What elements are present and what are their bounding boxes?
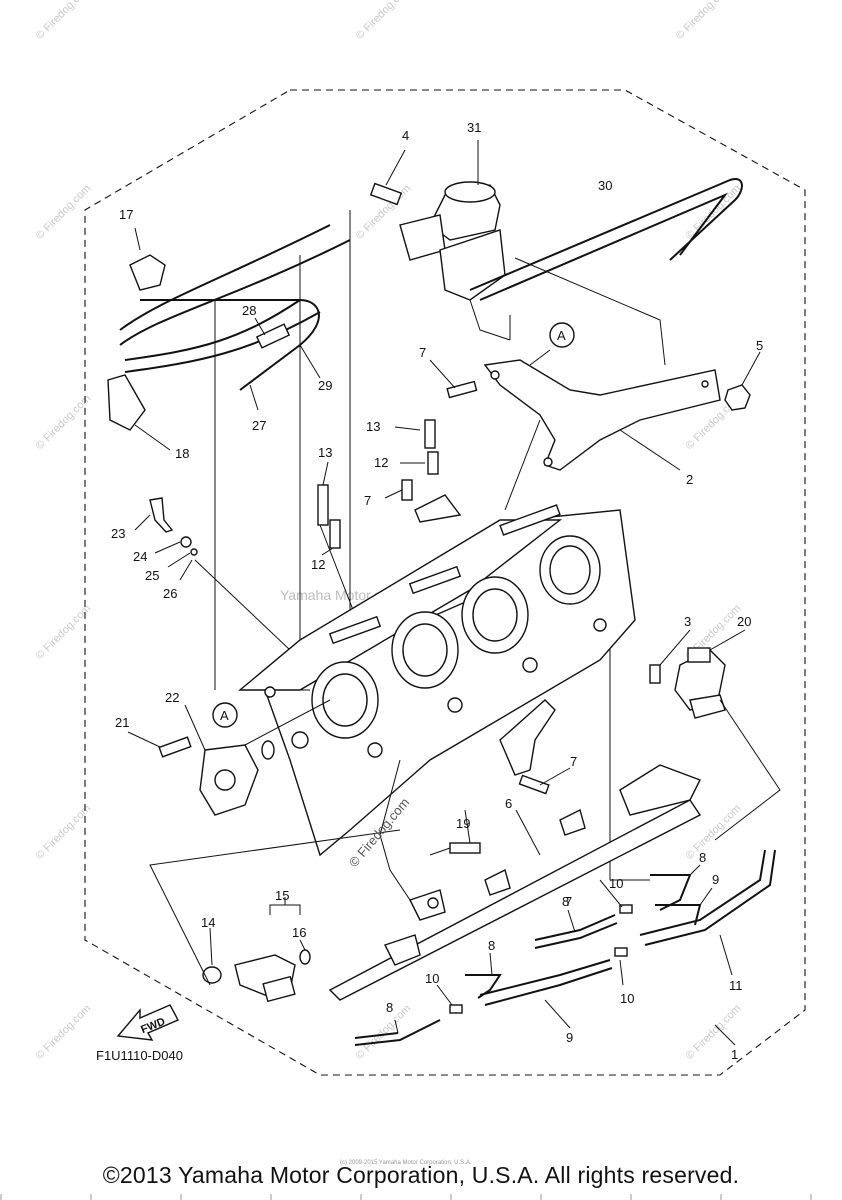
callout-label: 7	[419, 345, 426, 360]
callout-label: 12	[311, 557, 325, 572]
injector	[149, 829, 401, 1003]
callout-label: 24	[133, 549, 147, 564]
throttle-position-sensor	[127, 699, 331, 816]
pipe-30	[469, 178, 743, 291]
callout-label: 1	[731, 1047, 738, 1062]
callout-label: 10	[425, 971, 439, 986]
callout-label: 5	[756, 338, 763, 353]
bracket	[483, 349, 721, 511]
callout-label: 27	[252, 418, 266, 433]
callout-label: 7	[565, 894, 572, 909]
watermark: © Firedog.com	[354, 1003, 414, 1063]
sensor-right	[649, 629, 781, 841]
callout-label: 9	[712, 872, 719, 887]
marker-a-label: A	[220, 708, 229, 723]
watermark: © Firedog.com	[354, 0, 414, 42]
watermark: © Firedog.com	[674, 0, 734, 42]
callout-label: 14	[201, 915, 215, 930]
callout-label: 17	[119, 207, 133, 222]
footer-divider	[0, 1194, 842, 1200]
callout-label: 8	[699, 850, 706, 865]
pressure-regulator	[369, 140, 666, 366]
callout-label: 18	[175, 446, 189, 461]
copyright-notice: ©2013 Yamaha Motor Corporation, U.S.A. A…	[102, 1162, 740, 1188]
watermark: © Firedog.com	[34, 803, 94, 863]
watermark-layer: © Firedog.com © Firedog.com © Firedog.co…	[34, 0, 744, 1062]
callout-label: 19	[456, 816, 470, 831]
diagram-code: F1U1110-D040	[96, 1048, 183, 1063]
watermark-tiny: (c) 2009-2015 Yamaha Motor Corporation, …	[340, 1160, 472, 1166]
callout-label: 23	[111, 526, 125, 541]
callout-label: 10	[609, 876, 623, 891]
callout-label: 3	[684, 614, 691, 629]
hose-set	[354, 849, 776, 1046]
callout-label: 25	[145, 568, 159, 583]
watermark: © Firedog.com	[34, 603, 94, 663]
callout-label: 15	[275, 888, 289, 903]
watermark: © Firedog.com	[34, 393, 94, 453]
callout-label: 8	[562, 894, 569, 909]
watermark: © Firedog.com	[34, 0, 94, 42]
sensor-parts-left	[134, 497, 291, 651]
callout-label: 4	[402, 128, 409, 143]
callout-label: 10	[620, 991, 634, 1006]
marker-a-label: A	[557, 328, 566, 343]
callout-labels: 1 2 3 4 5 6 7 7 7 7 8 8 8 8 9 9 10 10 10…	[111, 120, 763, 1062]
callout-label: 8	[386, 1000, 393, 1015]
callout-label: 6	[505, 796, 512, 811]
callout-label: 2	[686, 472, 693, 487]
nut	[724, 351, 761, 411]
callout-label: 20	[737, 614, 751, 629]
callout-label: 13	[318, 445, 332, 460]
callout-label: 7	[570, 754, 577, 769]
watermark: © Firedog.com	[684, 183, 744, 243]
callout-label: 7	[364, 493, 371, 508]
callout-label: 31	[467, 120, 481, 135]
callout-label: 21	[115, 715, 129, 730]
callout-label: 16	[292, 925, 306, 940]
fuel-rail	[328, 759, 702, 1001]
pipe-30-inner	[479, 192, 729, 301]
fwd-arrow-icon: FWD	[116, 1004, 179, 1041]
callout-label: 12	[374, 455, 388, 470]
assembly-boundary	[84, 89, 806, 1076]
callout-label: 28	[242, 303, 256, 318]
watermark: © Firedog.com	[34, 183, 94, 243]
fuel-pipe-assembly	[107, 224, 351, 451]
callout-label: 29	[318, 378, 332, 393]
reference-lines	[214, 210, 611, 880]
callout-label: 30	[598, 178, 612, 193]
leader-1	[714, 1024, 736, 1046]
cam-lever	[499, 699, 571, 795]
callout-label: 11	[729, 978, 743, 993]
callout-label: 26	[163, 586, 177, 601]
callout-label: 22	[165, 690, 179, 705]
watermark: © Firedog.com	[34, 1003, 94, 1063]
reference-marker-a	[212, 322, 575, 728]
callout-label: 8	[488, 938, 495, 953]
callout-label: 13	[366, 419, 380, 434]
callout-label: 9	[566, 1030, 573, 1045]
throttle-body	[238, 504, 636, 857]
bolt-19	[429, 809, 481, 856]
